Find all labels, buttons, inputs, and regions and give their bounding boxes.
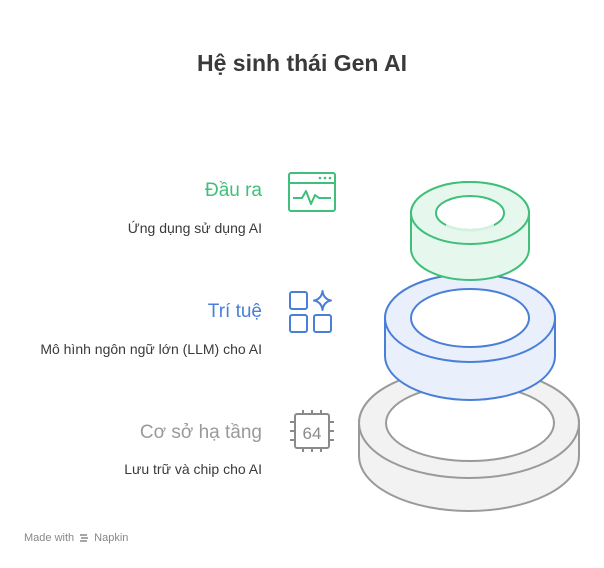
made-with-label: Made with bbox=[24, 532, 74, 544]
napkin-brand: Napkin bbox=[94, 532, 128, 544]
intelligence-ring bbox=[385, 274, 555, 400]
napkin-logo-icon bbox=[78, 532, 90, 544]
output-ring bbox=[411, 182, 529, 280]
footer-attribution: Made with Napkin bbox=[24, 532, 128, 544]
